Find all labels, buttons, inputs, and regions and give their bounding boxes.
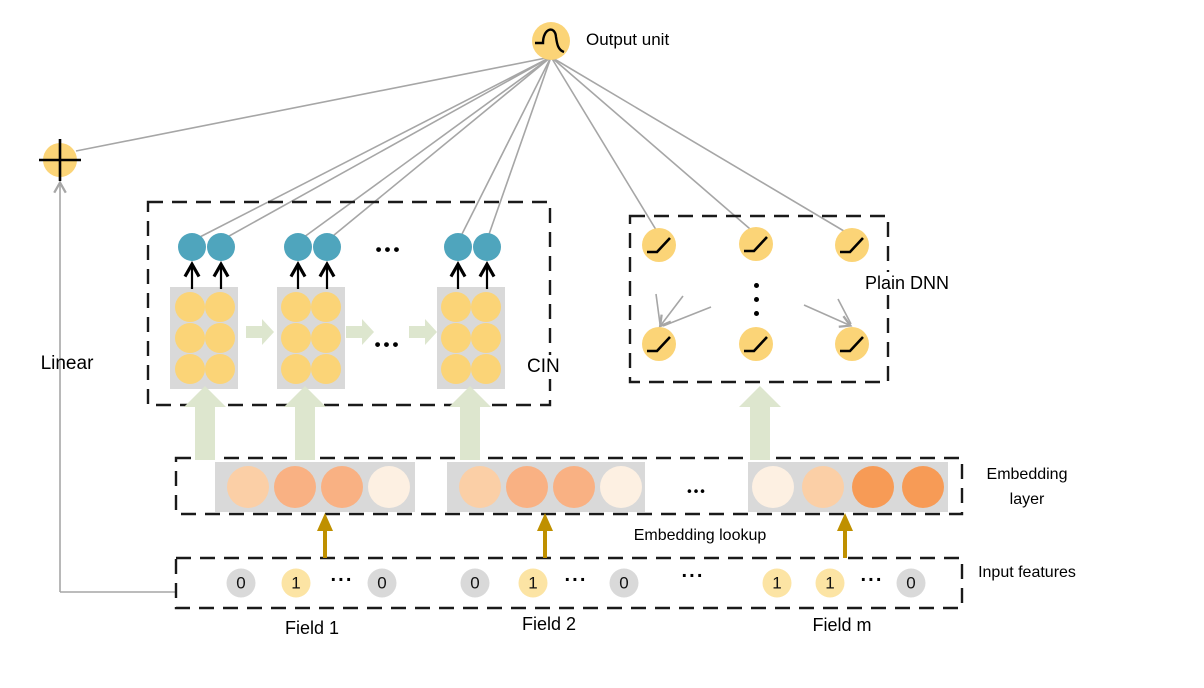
cin-map-neuron [205, 323, 235, 353]
embedding-neuron [902, 466, 944, 508]
input-cell: 0 [460, 568, 490, 598]
dnn-fan-lines [655, 293, 853, 328]
dot [754, 283, 759, 288]
relu-icon [840, 237, 864, 254]
cin-map-neuron [441, 323, 471, 353]
cin-map-neuron [281, 354, 311, 384]
cin-map-neuron [205, 292, 235, 322]
dnn-vertical-ellipsis [754, 283, 759, 325]
embedding-neuron [553, 466, 595, 508]
cin-map-neuron [311, 323, 341, 353]
embedding-neuron [227, 466, 269, 508]
input-cell: 0 [226, 568, 256, 598]
cin-output-neuron [207, 233, 235, 261]
relu-icon [744, 236, 768, 253]
cin-pooling-arrows [183, 261, 496, 289]
embedding-neuron [506, 466, 548, 508]
cin-map-neuron [471, 323, 501, 353]
relu-icon [647, 237, 671, 254]
input-cell: 1 [518, 568, 548, 598]
dnn-neuron [642, 327, 676, 361]
dnn-neuron [835, 327, 869, 361]
linear-label: Linear [40, 353, 94, 374]
input-cell: 1 [815, 568, 845, 598]
dnn-neuron [739, 327, 773, 361]
embedding-neuron [368, 466, 410, 508]
embedding-lookup-label: Embedding lookup [633, 527, 767, 544]
dnn-neuron [739, 227, 773, 261]
embedding-lookup-arrows [317, 513, 853, 558]
cin-label: CIN [522, 355, 565, 379]
cin-box [146, 200, 552, 407]
linear-plus-unit [39, 139, 81, 181]
input-cell: 0 [367, 568, 397, 598]
relu-icon [647, 336, 671, 353]
cin-output-neuron [178, 233, 206, 261]
input-cell: 1 [762, 568, 792, 598]
embedding-neuron [459, 466, 501, 508]
input-cell: 1 [281, 568, 311, 598]
cin-map-neuron [311, 292, 341, 322]
output-connection-lines [75, 56, 855, 241]
field-m-label: Field m [812, 615, 872, 635]
embedding-layer-label: Embedding layer [986, 466, 1068, 508]
cin-output-neuron [284, 233, 312, 261]
cin-output-neuron [473, 233, 501, 261]
cin-map-neuron [205, 354, 235, 384]
cin-output-neuron [444, 233, 472, 261]
green-right-arrows [246, 319, 437, 345]
cin-map-neuron [441, 354, 471, 384]
cin-top-ellipsis: ••• [375, 240, 403, 259]
dnn-box [628, 214, 890, 384]
input-separator-ellipsis: ··· [681, 565, 705, 588]
cin-map-neuron [441, 292, 471, 322]
input-cell-ellipsis: ··· [564, 569, 588, 592]
cin-map-neuron [281, 323, 311, 353]
input-cell: 0 [896, 568, 926, 598]
cin-map-neuron [471, 354, 501, 384]
input-cell: 0 [609, 568, 639, 598]
sigmoid-icon [535, 28, 565, 54]
embedding-box [174, 456, 964, 516]
input-box [174, 556, 964, 610]
embedding-neuron [600, 466, 642, 508]
cin-map-neuron [175, 323, 205, 353]
output-unit [532, 22, 570, 60]
relu-icon [840, 336, 864, 353]
dnn-neuron [835, 228, 869, 262]
field-2-label: Field 2 [521, 614, 577, 634]
cin-output-neuron [313, 233, 341, 261]
dot [754, 311, 759, 316]
cin-map-neuron [175, 354, 205, 384]
dot [754, 297, 759, 302]
relu-icon [744, 336, 768, 353]
input-cell-ellipsis: ··· [330, 569, 354, 592]
embedding-neuron [852, 466, 894, 508]
input-features-label: Input features [978, 564, 1076, 581]
plus-icon [39, 139, 81, 181]
output-unit-label: Output unit [586, 30, 670, 49]
plain-dnn-label: Plain DNN [860, 272, 955, 295]
cin-map-neuron [311, 354, 341, 384]
cin-map-neuron [471, 292, 501, 322]
dnn-neuron [642, 228, 676, 262]
green-up-arrows [184, 386, 781, 460]
linear-connector [53, 180, 176, 593]
embedding-ellipsis: ••• [687, 483, 707, 499]
embedding-neuron [752, 466, 794, 508]
field-1-label: Field 1 [284, 618, 340, 638]
cin-mid-ellipsis: ••• [374, 335, 402, 354]
embedding-neuron [802, 466, 844, 508]
input-cell-ellipsis: ··· [860, 569, 884, 592]
dashed-boxes [146, 200, 964, 610]
embedding-neuron [274, 466, 316, 508]
embedding-neuron [321, 466, 363, 508]
cin-map-neuron [281, 292, 311, 322]
cin-map-neuron [175, 292, 205, 322]
